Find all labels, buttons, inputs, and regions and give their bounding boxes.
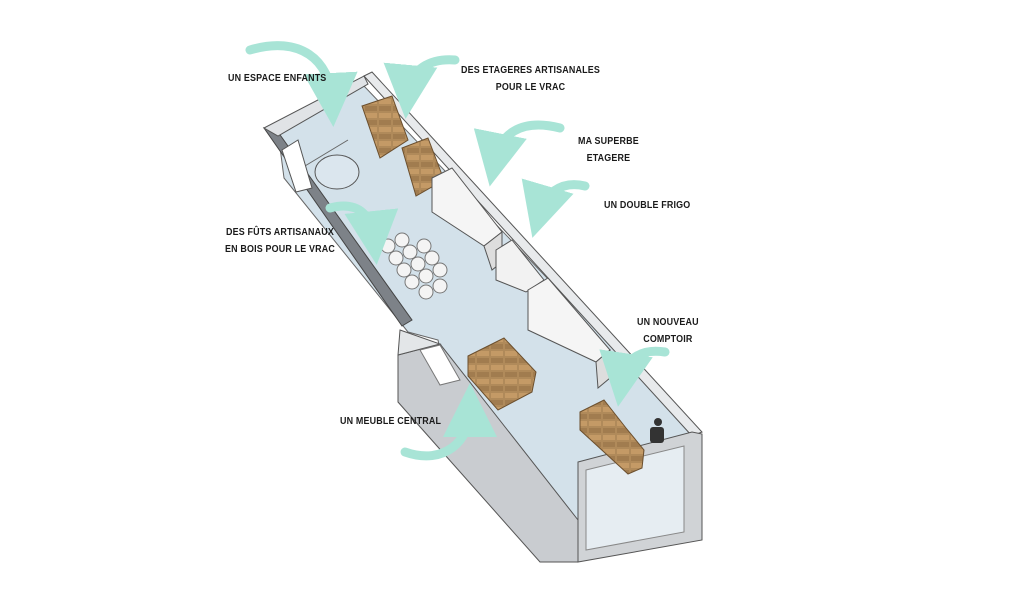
arrow-shelves — [383, 55, 460, 119]
label-double-fridge: UN DOUBLE FRIGO — [604, 199, 691, 211]
label-barrels-line2: EN BOIS POUR LE VRAC — [225, 243, 336, 255]
kids-rug — [314, 154, 360, 190]
label-barrels: DES FÛTS ARTISANAUX EN BOIS POUR LE VRAC — [225, 224, 335, 258]
person-figure — [650, 418, 664, 443]
arrow-kids — [245, 41, 358, 127]
label-superb-line2: ETAGERE — [586, 152, 631, 164]
label-counter-line2: COMPTOIR — [643, 333, 693, 345]
label-shelves-line1: DES ETAGERES ARTISANALES — [461, 64, 600, 76]
arrow-superb — [473, 120, 565, 187]
annotation-arrows — [245, 41, 670, 461]
arrow-fridge — [521, 178, 590, 238]
label-superb-line1: MA SUPERBE — [578, 135, 639, 147]
arrow-barrels — [325, 201, 399, 265]
label-counter: UN NOUVEAU COMPTOIR — [637, 314, 699, 348]
label-counter-line1: UN NOUVEAU — [637, 316, 699, 328]
label-shelves-line2: POUR LE VRAC — [495, 81, 566, 93]
label-central-furniture: UN MEUBLE CENTRAL — [340, 415, 442, 427]
arrow-counter — [599, 346, 670, 407]
label-kids-area: UN ESPACE ENFANTS — [228, 72, 327, 84]
right-wall — [363, 71, 703, 437]
label-shelves: DES ETAGERES ARTISANALES POUR LE VRAC — [461, 62, 600, 96]
label-superb-shelf: MA SUPERBE ETAGERE — [578, 133, 639, 167]
label-barrels-line1: DES FÛTS ARTISANAUX — [225, 226, 335, 238]
wooden-barrels — [380, 232, 448, 300]
arrow-central — [400, 383, 497, 461]
